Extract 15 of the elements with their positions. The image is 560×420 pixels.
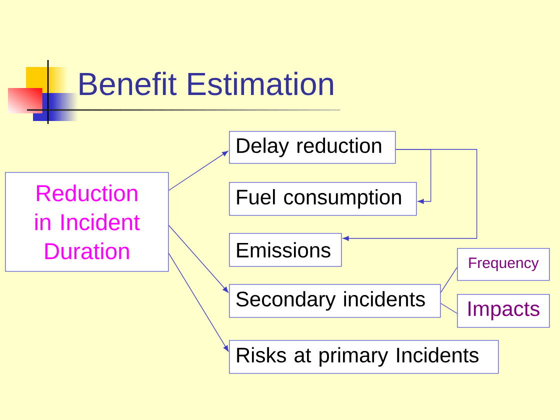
- arrow: [342, 149, 478, 241]
- text-box: Delay reduction: [229, 131, 396, 164]
- text-box: Emissions: [229, 232, 342, 267]
- text-box: Impacts: [457, 294, 550, 328]
- arrow: [168, 253, 229, 352]
- arrow: [168, 150, 228, 191]
- text-box: Reduction in Incident Duration: [5, 172, 169, 272]
- connector-line: [440, 267, 458, 293]
- title: Benefit Estimation: [80, 72, 333, 96]
- arrow: [168, 225, 228, 293]
- text-box: Fuel consumption: [229, 182, 417, 216]
- text-box: Risks at primary Incidents: [229, 340, 499, 374]
- connector-line: [440, 303, 458, 314]
- text-box: Frequency: [457, 248, 550, 281]
- text-box: Secondary incidents: [229, 284, 441, 318]
